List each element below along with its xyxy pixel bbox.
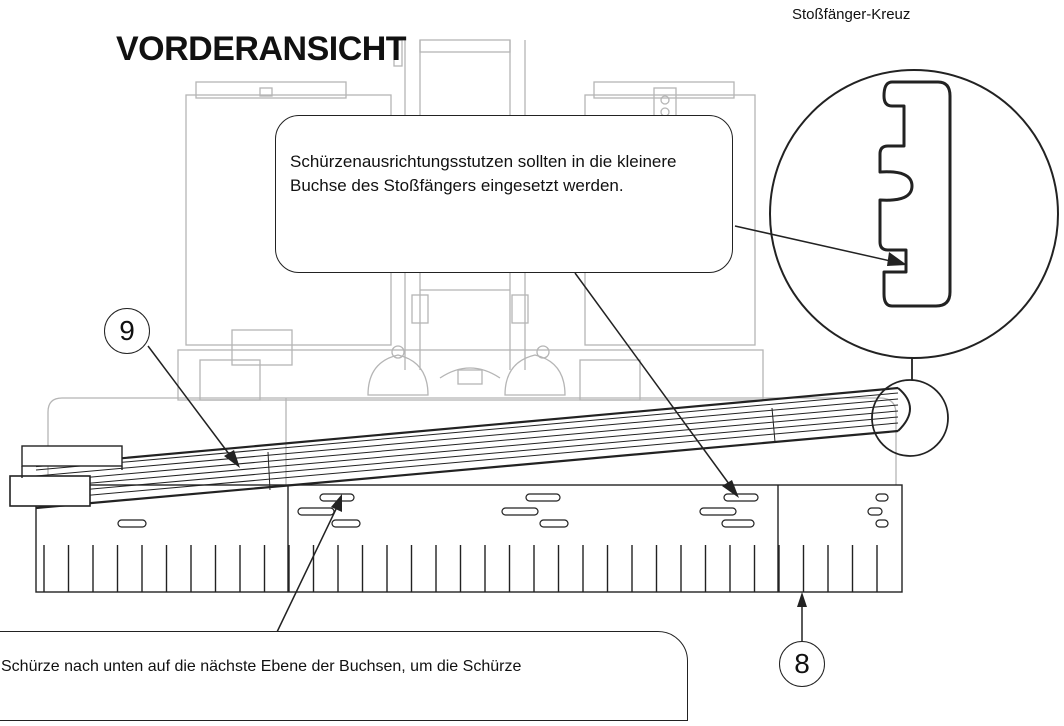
leader-lines	[147, 225, 907, 641]
part-number-9: 9	[104, 308, 150, 354]
skirt-slots	[117, 493, 889, 528]
callout-bottom: Schürze nach unten auf die nächste Ebene…	[0, 631, 688, 721]
bumper-strip	[9, 386, 911, 510]
page-title: VORDERANSICHT	[116, 30, 407, 68]
inset-label: Stoßfänger-Kreuz	[792, 6, 911, 23]
detail-marker-circle	[871, 379, 949, 457]
skirt-bristle-marks	[43, 545, 878, 592]
callout-top: Schürzenausrichtungsstutzen sollten in d…	[275, 115, 733, 273]
skirt-panel	[35, 484, 903, 593]
bumper-cross-section	[878, 80, 952, 308]
part-number-8: 8	[779, 641, 825, 687]
inset-detail-circle	[769, 69, 1059, 359]
